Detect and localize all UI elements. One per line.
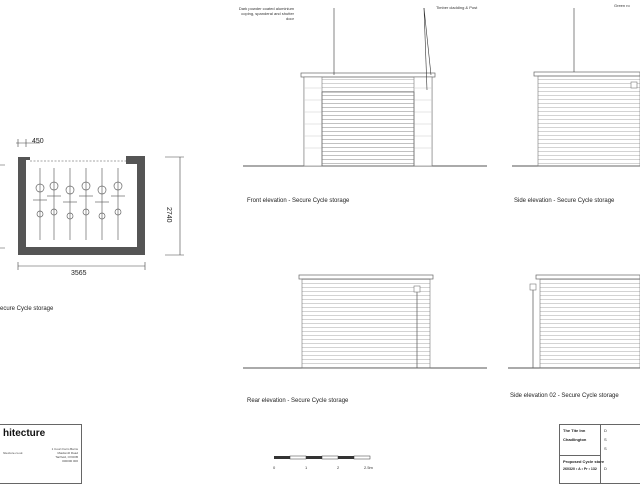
scale-label-1: 1	[305, 465, 308, 470]
scale-label-3: 2.5m	[364, 465, 373, 470]
title-right-label-2: S	[604, 437, 607, 442]
side2-cladding	[539, 278, 640, 369]
title-block: The Tite Inn Chadlington Proposed Cycle …	[559, 424, 640, 484]
leader-timber	[423, 7, 432, 76]
front-elevation	[243, 7, 487, 167]
front-note-aluminium: Dark powder coated aluminium coping, spa…	[238, 6, 294, 21]
logo-name: hitecture	[3, 428, 46, 439]
title-right-label-4: D	[604, 466, 607, 471]
drawing-title: Proposed Cycle store	[563, 459, 605, 464]
plan-wall-back	[18, 247, 145, 255]
project-name: The Tite Inn	[563, 428, 586, 433]
drawing-number: 260320 • A • Pr • 132	[563, 467, 597, 471]
plan-caption: ecure Cycle storage	[0, 306, 54, 312]
title-right-label-3: S	[604, 446, 607, 451]
rear-elevation	[243, 274, 487, 369]
front-elevation-caption: Front elevation - Secure Cycle storage	[247, 198, 350, 204]
bike-rack	[33, 168, 125, 240]
title-right-label-1: D	[604, 428, 607, 433]
plan-wall-right	[137, 160, 145, 255]
side-cladding	[537, 75, 640, 167]
side-elevation-02	[508, 274, 640, 369]
plan-dim-top: 450	[32, 138, 44, 145]
side-note-green: Green ro	[614, 3, 630, 8]
front-note-timber: Timber cladding & Post	[436, 5, 478, 10]
plan-view	[0, 139, 184, 270]
scale-label-2: 2	[337, 465, 340, 470]
logo-address: 1 Court Farm Barns Maidsmill Road Tarrfi…	[51, 447, 78, 463]
logo-contact: hitecture.co.uk	[3, 451, 23, 455]
side-elevation	[512, 8, 640, 167]
plan-dim-side: 2740	[165, 207, 172, 223]
scale-label-0: 0	[273, 465, 276, 470]
logo-block: hitecture 1 Court Farm Barns Maidsmill R…	[0, 424, 82, 484]
project-location: Chadlington	[563, 437, 587, 442]
side-elevation-caption: Side elevation - Secure Cycle storage	[514, 198, 615, 204]
side-elevation-02-caption: Side elevation 02 - Secure Cycle storage	[510, 393, 619, 399]
rear-elevation-caption: Rear elevation - Secure Cycle storage	[247, 398, 349, 404]
plan-wall-left	[18, 160, 26, 255]
plan-dim-bottom: 3565	[71, 270, 87, 277]
rear-cladding	[301, 278, 431, 369]
front-shutter-door	[321, 91, 415, 167]
scale-bar	[274, 455, 371, 460]
title-block-left: The Tite Inn Chadlington Proposed Cycle …	[560, 425, 605, 483]
